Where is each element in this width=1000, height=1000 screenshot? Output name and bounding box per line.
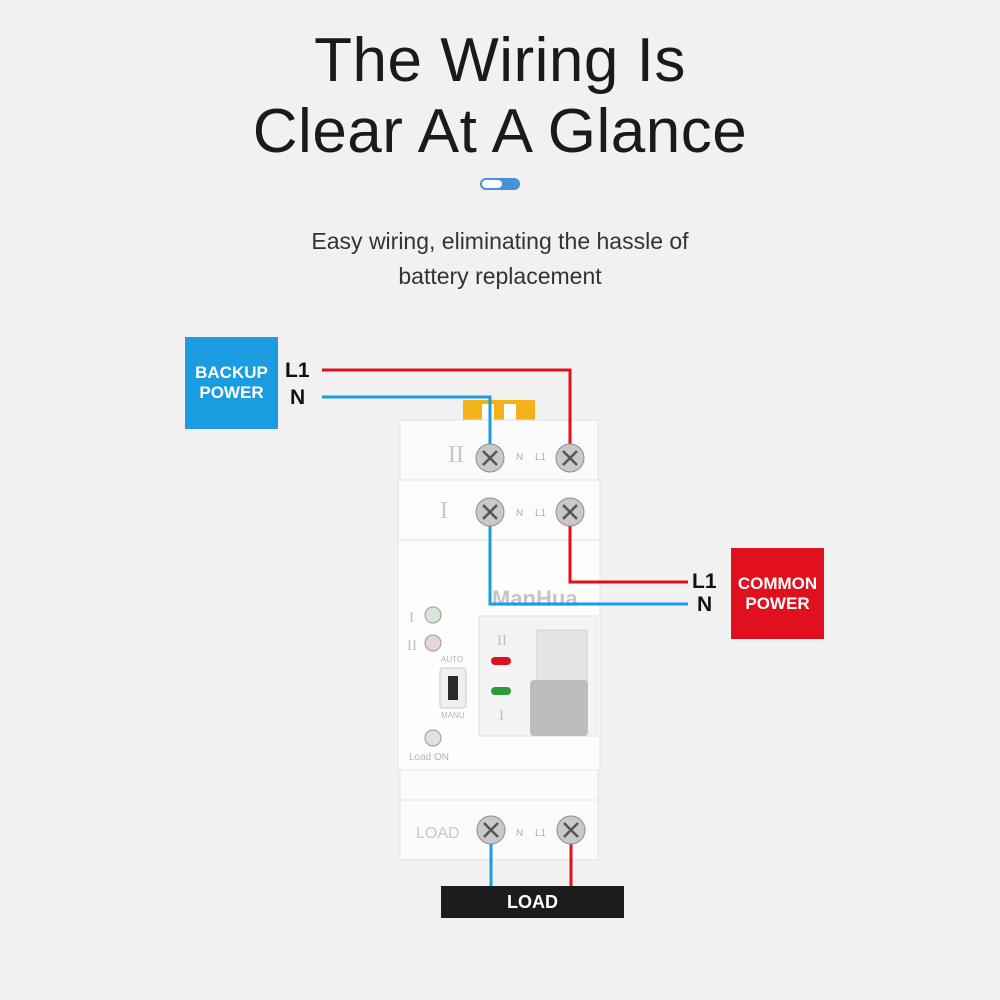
- common-power-tag: COMMON POWER: [731, 548, 824, 639]
- screw-icon: [476, 815, 506, 845]
- common-l1-wire: [568, 512, 688, 584]
- common-n-wire: [488, 512, 688, 606]
- common-l1-label: L1: [692, 570, 717, 593]
- screw-icon: [555, 497, 585, 527]
- auto-label: AUTO: [441, 655, 463, 664]
- load-row-label: LOAD: [416, 825, 460, 842]
- backup-power-line2: POWER: [199, 383, 264, 402]
- row-ii-label: II: [448, 442, 464, 468]
- indicator-i-label: I: [409, 610, 414, 626]
- terminal-n-ii: N: [516, 452, 523, 463]
- terminal-l1-i: L1: [535, 508, 547, 519]
- backup-n-label: N: [290, 386, 306, 409]
- window-ii-label: II: [497, 633, 507, 649]
- indicator-ii-label: II: [407, 638, 417, 654]
- subtitle-line-1: Easy wiring, eliminating the hassle of: [311, 228, 689, 254]
- terminal-n-load: N: [516, 828, 523, 839]
- common-power-line1: COMMON: [737, 573, 818, 593]
- screw-icon: [555, 443, 585, 473]
- common-power-line2: POWER: [745, 593, 810, 613]
- backup-l1-label: L1: [285, 359, 310, 382]
- title-line-2: Clear At A Glance: [252, 97, 748, 166]
- terminal-l1-ii: L1: [535, 452, 547, 463]
- brand-logo: ManHua: [492, 586, 578, 611]
- common-n-label: N: [697, 593, 713, 616]
- screw-icon: [556, 815, 586, 845]
- backup-power-tag: BACKUP POWER: [185, 337, 278, 429]
- decorative-toggle-icon: [480, 178, 520, 190]
- terminal-n-i: N: [516, 508, 523, 519]
- screw-terminals: [475, 443, 586, 845]
- backup-l1-wire: [322, 368, 572, 458]
- title-line-1: The Wiring Is: [314, 26, 686, 95]
- manu-label: MANU: [441, 711, 465, 720]
- transfer-switch-device: II I N L1 N L1 ManHua I II AUTO MANU Loa…: [397, 400, 601, 861]
- wires: [322, 368, 688, 888]
- subtitle-line-2: battery replacement: [398, 263, 602, 289]
- load-on-label: Load ON: [409, 752, 449, 763]
- screw-icon: [475, 497, 505, 527]
- load-label: LOAD: [441, 886, 624, 918]
- terminal-l1-load: L1: [535, 828, 547, 839]
- backup-power-line1: BACKUP: [195, 363, 268, 382]
- screw-icon: [475, 443, 505, 473]
- backup-n-wire: [322, 395, 492, 458]
- window-i-label: I: [499, 708, 504, 724]
- row-i-label: I: [440, 498, 448, 524]
